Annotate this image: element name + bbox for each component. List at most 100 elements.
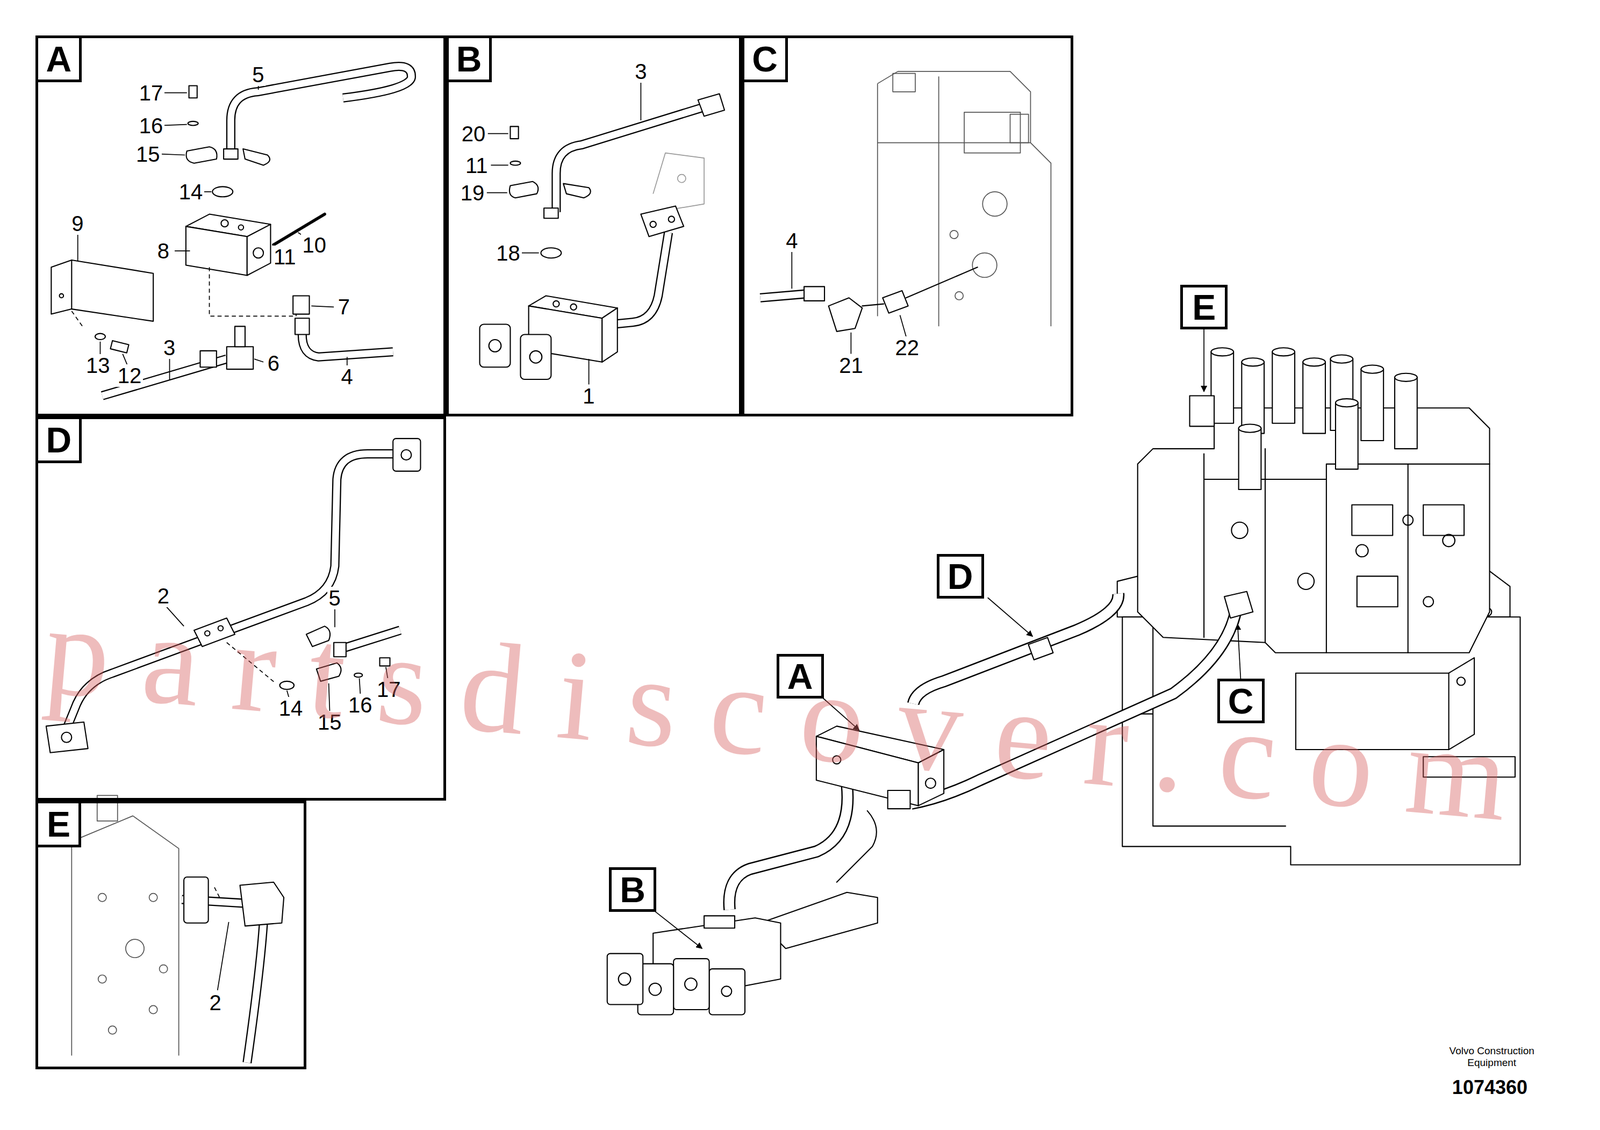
detail-b-drawing [509,181,538,198]
main-view-drawing [1302,362,1326,434]
main-view-drawing [709,969,745,1015]
main-view-drawing [836,811,877,883]
detail-c-drawing [877,71,1052,327]
detail-d-drawing [46,722,89,753]
detail-b-drawing [649,221,656,228]
view-callout-box: B [608,867,657,913]
main-view-drawing [1238,424,1262,433]
detail-c-drawing [1009,114,1029,143]
detail-b-drawing [510,126,519,139]
detail-a-drawing [302,334,393,358]
detail-e-drawing [217,922,229,991]
main-view-drawing [1231,522,1248,539]
callout-number: 15 [134,142,162,166]
callout-number: 3 [161,336,177,360]
watermark: partsdiscover.com [40,584,1546,844]
detail-e-drawing [98,893,107,902]
main-view-drawing [1272,347,1295,356]
panel-letter: D [38,419,82,464]
detail-c-drawing [759,293,808,299]
detail-d-drawing [61,732,72,743]
detail-c-drawing [862,267,978,306]
main-view-drawing [1335,398,1359,407]
main-view-drawing [1402,514,1413,526]
main-view-drawing [1442,534,1455,548]
view-callout-box: E [1180,284,1228,330]
callout-number: 18 [494,241,522,265]
main-view-drawing [684,978,698,991]
panel-letter: C [744,38,788,83]
detail-b-drawing [668,216,675,222]
detail-b-drawing [543,207,559,219]
detail-c-drawing [955,291,964,300]
detail-c-drawing [950,230,959,239]
detail-c-drawing [791,252,907,355]
main-view-drawing [1189,395,1215,427]
detail-a-drawing [110,340,129,354]
detail-a-drawing [70,260,73,310]
detail-e-drawing [159,965,168,974]
detail-b-drawing [540,247,562,258]
detail-a-drawing [185,146,217,163]
main-view-drawing [649,983,662,996]
detail-e-drawing [247,923,264,1064]
detail-b-drawing [556,106,705,212]
detail-b-drawing [563,183,591,199]
callout-number: 5 [250,63,266,86]
detail-a-drawing [238,225,244,231]
detail-b-drawing [510,161,521,166]
callout-number: 17 [137,81,165,105]
detail-b-drawing [653,153,705,210]
main-view-drawing [1137,407,1490,654]
main-view-drawing [1360,364,1384,373]
detail-b-drawing [529,350,543,364]
main-view-drawing [1210,347,1234,356]
callout-letter: B [611,870,654,910]
main-view-drawing [729,785,848,910]
callout-number: 11 [463,154,490,177]
detail-c-drawing [892,73,916,92]
detail-e-drawing [214,887,220,898]
callout-letter: E [1182,287,1225,327]
main-view-drawing [618,973,631,986]
detail-a-drawing [95,333,106,340]
main-view-drawing [1423,596,1434,607]
detail-b-drawing [479,324,511,368]
detail-a-drawing [302,334,393,358]
main-view-drawing [1423,505,1465,536]
main-view-drawing [987,597,1033,637]
main-view-drawing [1028,637,1053,660]
detail-a-drawing [209,267,297,317]
main-view-drawing [1457,677,1466,686]
detail-a-drawing [188,121,199,126]
detail-a-drawing [234,326,246,347]
detail-b-drawing [677,174,686,183]
detail-c-drawing [828,297,863,332]
callout-number: 10 [300,233,329,257]
detail-a-drawing [220,219,228,227]
detail-a-drawing [59,293,64,299]
publisher-name: Volvo Construction Equipment [1438,1045,1546,1069]
detail-b-drawing [479,81,726,385]
detail-a-drawing [185,226,248,276]
detail-a-drawing [71,311,84,329]
callout-number: 2 [207,991,223,1015]
callout-number: 4 [339,365,355,389]
detail-e-drawing [71,815,179,1056]
detail-c-drawing [972,253,997,278]
callout-number: 6 [266,352,282,375]
main-view-drawing [1297,573,1315,590]
detail-a-drawing [212,186,233,197]
detail-b-drawing [640,205,684,237]
callout-number: 13 [84,354,112,377]
callout-number: 11 [271,245,298,269]
main-view-drawing [654,910,702,949]
drawing-number: 1074360 [1450,1077,1530,1099]
main-view-drawing [887,790,911,809]
main-view-drawing [704,915,735,929]
detail-b-drawing [553,300,559,307]
callout-number: 9 [69,212,85,235]
